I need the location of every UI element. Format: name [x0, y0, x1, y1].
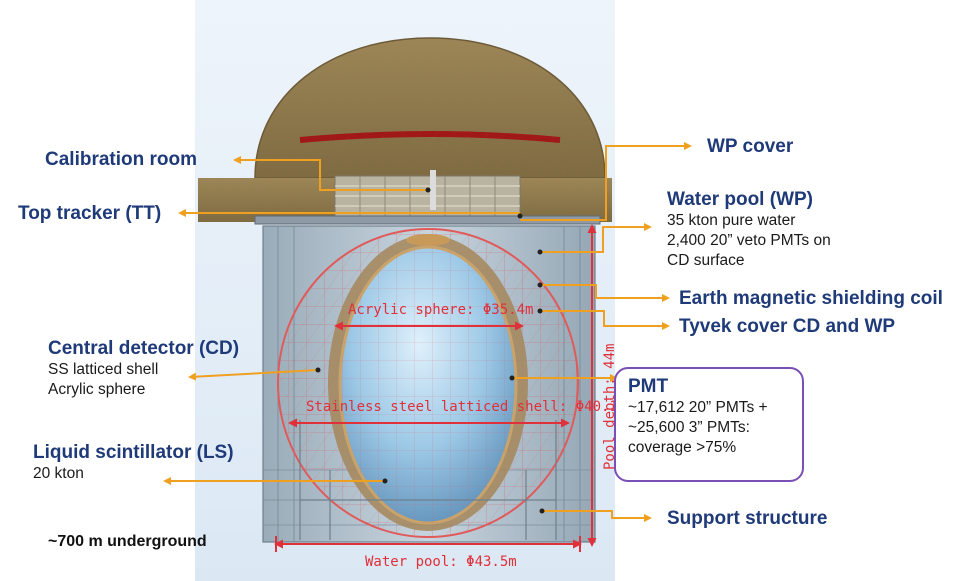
- underground-label: ~700 m underground: [48, 533, 207, 550]
- central-detector-line2: Acrylic sphere: [48, 381, 146, 399]
- arrow-water-pool: [540, 223, 652, 253]
- wp-cover-label: WP cover: [707, 136, 794, 157]
- calibration-room-label: Calibration room: [45, 149, 198, 170]
- steel-shell-dimension: Stainless steel latticed shell: Φ40.1m: [306, 399, 626, 415]
- arrow-central-detector: [188, 369, 319, 381]
- pmt-title: PMT: [628, 376, 669, 397]
- cavern-dome: [254, 37, 606, 179]
- water-pool-line2: 2,400 20” veto PMTs on: [667, 232, 831, 250]
- pmt-line1: ~17,612 20” PMTs +: [628, 398, 768, 416]
- liquid-scintillator-label: Liquid scintillator (LS) 20 kton: [33, 442, 234, 484]
- pmt-label: PMT ~17,612 20” PMTs + ~25,600 3” PMTs: …: [628, 376, 768, 458]
- water-pool-label: Water pool (WP) 35 kton pure water 2,400…: [667, 189, 831, 271]
- arrow-calibration: [233, 156, 428, 191]
- pmt-line2: ~25,600 3” PMTs:: [628, 419, 750, 437]
- acrylic-sphere-dimension: Acrylic sphere: Φ35.4m: [348, 302, 533, 318]
- liquid-scintillator-line1: 20 kton: [33, 464, 84, 482]
- central-detector-label: Central detector (CD) SS latticed shell …: [48, 338, 240, 400]
- arrow-tyvek: [540, 310, 670, 330]
- dimension-lines: [274, 224, 597, 552]
- pmt-line3: coverage >75%: [628, 439, 737, 457]
- calibration-room-structure: [334, 170, 521, 217]
- liquid-scintillator-title: Liquid scintillator (LS): [33, 442, 234, 463]
- water-pool-dimension: Water pool: Φ43.5m: [365, 554, 517, 570]
- tyvek-label: Tyvek cover CD and WP: [679, 316, 896, 337]
- central-detector-line1: SS latticed shell: [48, 360, 159, 378]
- arrow-wp-cover: [520, 142, 692, 221]
- earth-coil-label: Earth magnetic shielding coil: [679, 288, 943, 309]
- leader-arrows: [163, 142, 692, 522]
- acrylic-sphere: [328, 234, 528, 531]
- water-pool-line3: CD surface: [667, 252, 745, 270]
- water-pool-line1: 35 kton pure water: [667, 211, 796, 229]
- pointer-dots: [315, 187, 545, 514]
- central-detector-title: Central detector (CD): [48, 338, 240, 359]
- arrow-support: [542, 510, 652, 522]
- support-structure-label: Support structure: [667, 508, 828, 529]
- top-tracker-label: Top tracker (TT): [18, 203, 162, 224]
- pmt-info-box: [614, 367, 804, 482]
- arrow-earth-coil: [540, 284, 670, 302]
- water-pool-title: Water pool (WP): [667, 189, 813, 210]
